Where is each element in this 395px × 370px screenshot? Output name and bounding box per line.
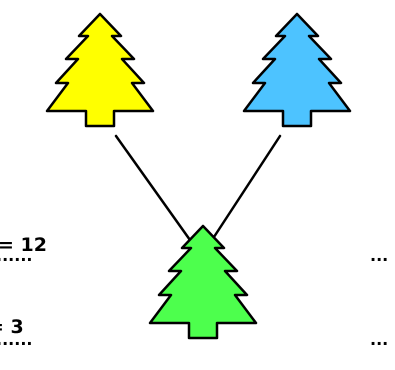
clue-equals-12: = 12 (0, 234, 47, 256)
answer-blank-2: ...... (0, 330, 33, 349)
clue-equals-3: = 3 (0, 316, 24, 338)
blue-tree-icon (242, 12, 352, 128)
answer-blank-1: ...... (0, 246, 33, 265)
connector-left (114, 134, 192, 242)
answer-blank-3: ... (370, 246, 389, 265)
yellow-tree-icon (45, 12, 155, 128)
answer-blank-4: ... (370, 330, 389, 349)
connector-right (210, 134, 282, 242)
green-tree-icon (148, 224, 258, 340)
